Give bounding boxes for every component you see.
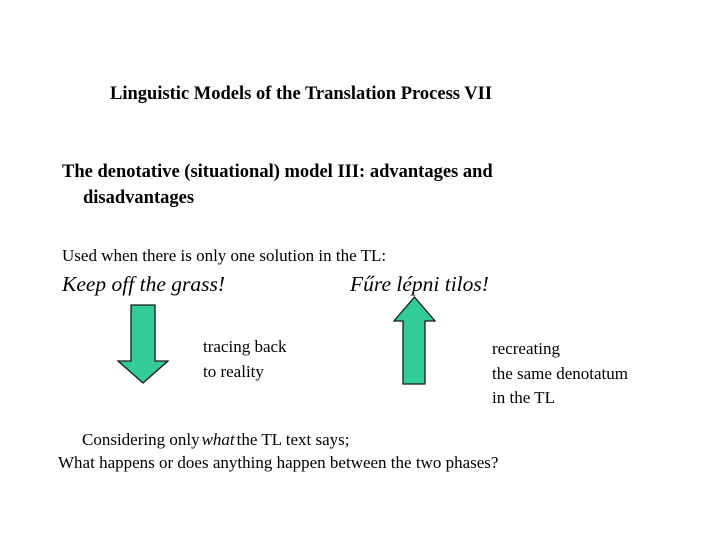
slide-heading: The denotative (situational) model III: … bbox=[62, 159, 493, 211]
arrow-down-label: tracing back to reality bbox=[203, 335, 287, 384]
arrow-up-label-line-1: recreating bbox=[492, 339, 560, 358]
conclusion-line-1-prefix: Considering only bbox=[82, 430, 200, 449]
conclusion-line-1-suffix: the TL text says; bbox=[236, 430, 350, 449]
arrow-up-shape bbox=[393, 296, 436, 385]
example-source-phrase: Keep off the grass! bbox=[62, 272, 226, 296]
slide-title: Linguistic Models of the Translation Pro… bbox=[110, 84, 493, 104]
conclusion-line-2: What happens or does anything happen bet… bbox=[58, 452, 499, 472]
arrow-down-shape bbox=[117, 304, 169, 384]
arrow-down-label-line-2: to reality bbox=[203, 361, 264, 381]
heading-line-1: The denotative (situational) model III: … bbox=[62, 162, 493, 182]
intro-text: Used when there is only one solution in … bbox=[62, 246, 387, 265]
heading-line-2: disadvantages bbox=[83, 188, 195, 208]
conclusion-line-1-italic-word: what bbox=[201, 430, 235, 449]
arrow-up-label-line-2: the same denotatum bbox=[492, 363, 628, 383]
example-target-phrase: Fűre lépni tilos! bbox=[350, 272, 489, 296]
arrow-down-label-line-1: tracing back bbox=[203, 337, 287, 356]
arrow-down-icon bbox=[117, 304, 169, 384]
arrow-up-icon bbox=[393, 296, 436, 385]
arrow-up-label-line-3: in the TL bbox=[492, 388, 555, 407]
arrow-up-label: recreating the same denotatum in the TL bbox=[492, 337, 628, 411]
